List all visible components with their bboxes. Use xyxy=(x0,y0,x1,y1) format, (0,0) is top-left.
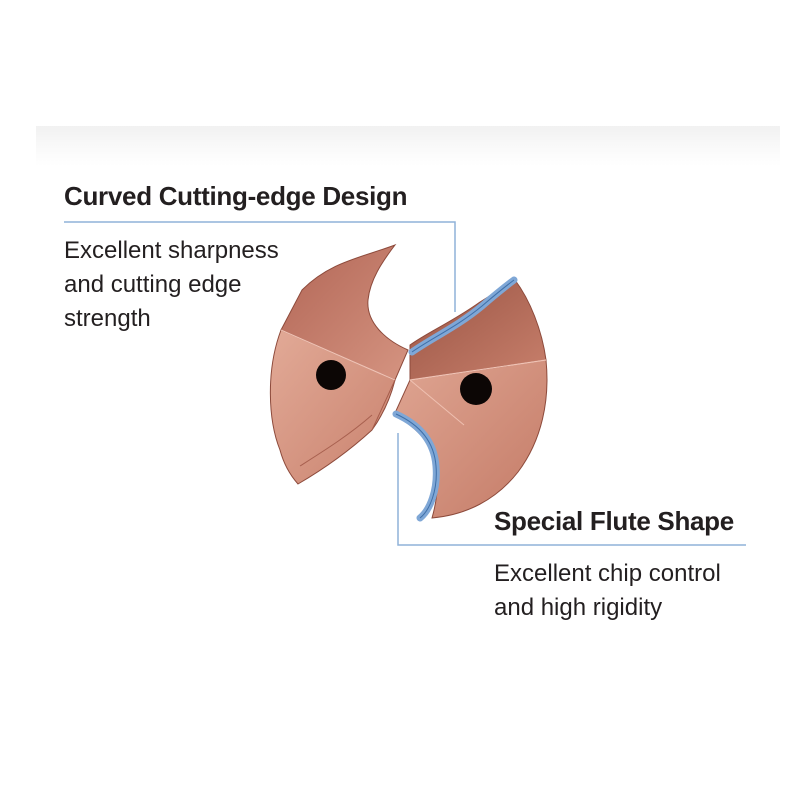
drill-left-half xyxy=(269,243,409,485)
drill-left-upper-facet xyxy=(280,243,409,381)
special-flute-description: Excellent chip control and high rigidity xyxy=(494,560,721,621)
background-band xyxy=(36,126,780,166)
curved-cutting-edge-title: Curved Cutting-edge Design xyxy=(64,181,408,211)
drill-right-half xyxy=(394,279,548,519)
leader-line-flute xyxy=(397,433,746,546)
leader-line-curved-edge xyxy=(64,221,456,312)
coolant-hole-right xyxy=(460,373,492,405)
drill-left-lower-facet xyxy=(269,329,396,485)
special-flute-title: Special Flute Shape xyxy=(494,506,734,536)
curved-cutting-edge-description: Excellent sharpness and cutting edge str… xyxy=(64,237,279,332)
coolant-hole-left xyxy=(316,360,346,390)
